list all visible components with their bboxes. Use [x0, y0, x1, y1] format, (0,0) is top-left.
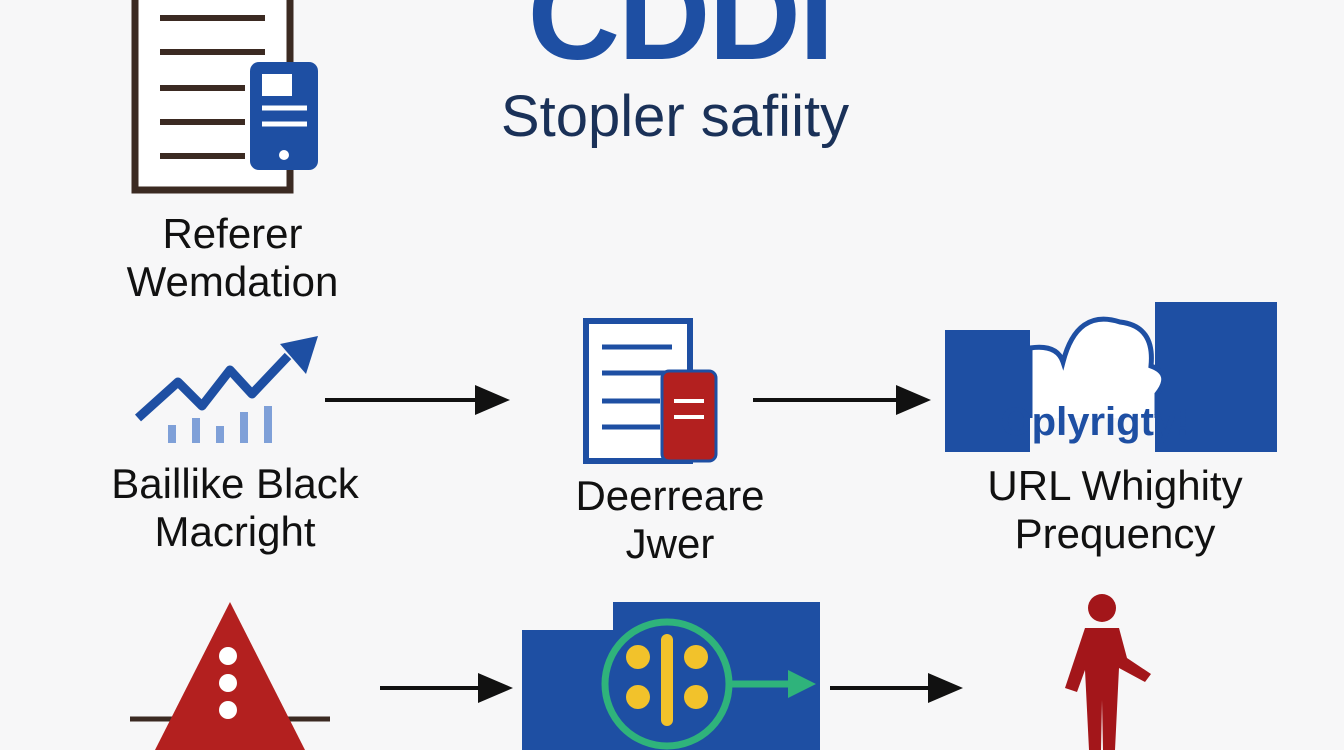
- node-referer-line1: Referer: [162, 210, 303, 257]
- node-url-line1: URL Whighity: [987, 462, 1243, 509]
- dots-circle-arrow-icon: [522, 602, 820, 750]
- warning-triangle-icon: [130, 602, 330, 750]
- node-url-label: URL Whighity Prequency: [935, 462, 1295, 558]
- diagram-title: CDDI: [527, 0, 835, 87]
- flow-arrow-3: [380, 673, 513, 703]
- flow-arrow-1: [325, 385, 510, 415]
- flow-arrow-4: [830, 673, 963, 703]
- growth-chart-icon: [134, 336, 318, 443]
- node-baillike-line1: Baillike Black: [111, 460, 359, 507]
- document-phone-icon: [131, 0, 318, 194]
- node-referer-line2: Wemdation: [126, 258, 339, 305]
- node-baillike-line2: Macright: [154, 508, 316, 555]
- document-device-icon: [583, 318, 718, 464]
- person-icon: [1065, 594, 1151, 750]
- node-deerreare-line2: Jwer: [625, 520, 715, 567]
- node-baillike-label: Baillike Black Macright: [70, 460, 400, 556]
- flow-arrow-2: [753, 385, 931, 415]
- node-referer-label: Referer Wemdation: [80, 210, 385, 306]
- node-deerreare-line1: Deerreare: [575, 472, 765, 519]
- node-deerreare-label: Deerreare Jwer: [540, 472, 800, 568]
- cloud-panel-overlay-text: Oplyrigty!: [1000, 400, 1190, 444]
- diagram-subtitle: Stopler safiity: [500, 84, 850, 149]
- cloud-panel-icon: [945, 302, 1277, 452]
- node-url-line2: Prequency: [1014, 510, 1216, 557]
